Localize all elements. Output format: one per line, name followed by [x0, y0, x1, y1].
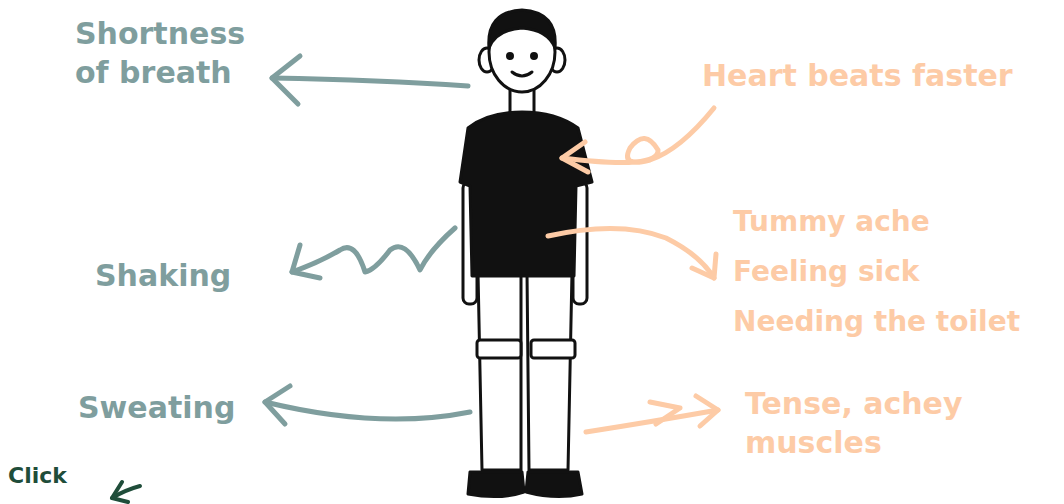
muscles-arrow — [586, 396, 718, 432]
arrow-head — [692, 254, 716, 278]
right-leg — [527, 272, 572, 470]
leader-line — [586, 410, 718, 432]
leader-line — [562, 108, 714, 163]
leader-line — [292, 228, 455, 272]
symptom-label: Needing the toilet — [733, 304, 1058, 340]
person-figure — [460, 10, 592, 497]
smile — [512, 72, 532, 76]
left-knee-pad — [477, 340, 521, 358]
arrow-head — [562, 142, 588, 172]
leader-line — [272, 78, 468, 86]
leader-line — [548, 228, 714, 278]
hair — [489, 10, 555, 48]
heart-arrow — [562, 108, 714, 172]
arrow-head — [696, 396, 718, 426]
right-knee-pad — [531, 340, 575, 358]
arrow-head — [650, 402, 680, 424]
symptom-label: Shortness of breath — [75, 14, 285, 92]
arrow-head — [292, 245, 320, 278]
arrow-head — [112, 482, 128, 502]
symptom-label: Shaking — [95, 256, 295, 295]
click-arrow — [112, 482, 140, 502]
symptom-label: Feeling sick — [733, 254, 1058, 290]
t-shirt — [460, 112, 592, 276]
right-shoe — [526, 472, 582, 497]
symptom-label: Heart beats faster — [702, 56, 1057, 95]
right-eye — [532, 54, 537, 59]
shaking-arrow — [292, 228, 455, 278]
tummy-arrow — [548, 228, 716, 278]
left-leg — [478, 272, 521, 470]
arrow-head — [265, 386, 290, 424]
sweating-arrow — [265, 386, 470, 424]
symptom-label: Sweating — [78, 388, 278, 427]
arrow-head — [272, 56, 300, 104]
leader-line — [265, 402, 470, 419]
click-prompt: Click — [8, 462, 108, 491]
symptom-label: Tummy ache — [733, 204, 1058, 240]
symptom-label: Tense, achey muscles — [745, 384, 995, 462]
left-eye — [508, 54, 513, 59]
left-shoe — [468, 472, 524, 497]
breath-arrow — [272, 56, 468, 104]
